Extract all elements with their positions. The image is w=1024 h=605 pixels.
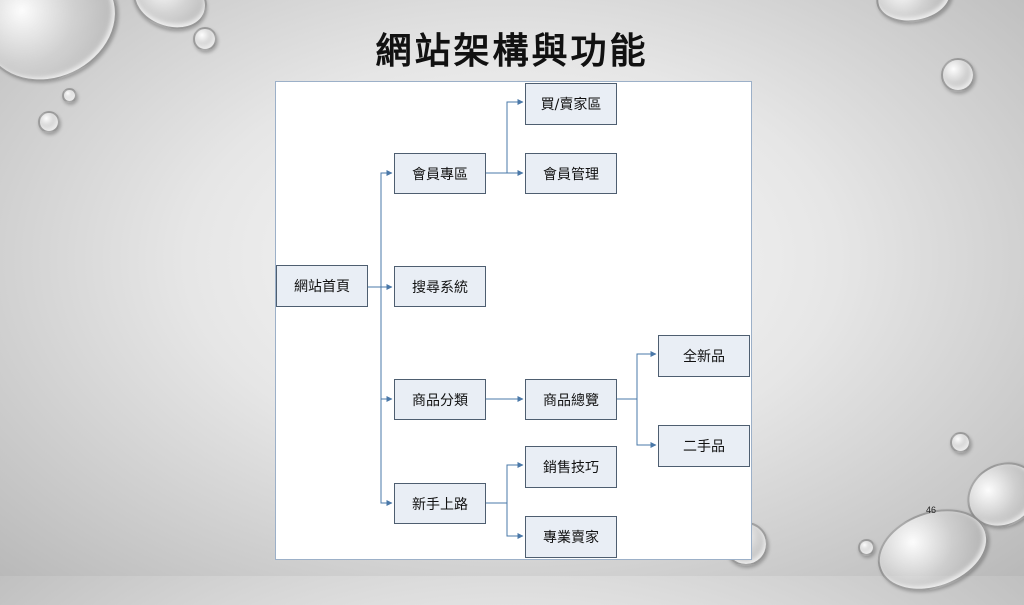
water-drop (193, 27, 217, 51)
slide-title: 網站架構與功能 (375, 30, 649, 72)
edge-newbie-pro (506, 503, 524, 539)
water-drop (38, 111, 60, 133)
node-sales-tips: 銷售技巧 (525, 446, 617, 488)
node-overview: 商品總覽 (525, 379, 617, 420)
edge-home-member (367, 170, 393, 288)
edge-newbie-tips (486, 462, 524, 504)
water-drop (62, 88, 77, 103)
node-member: 會員專區 (394, 153, 486, 194)
node-brand-new: 全新品 (658, 335, 750, 377)
edge-member-buysell (486, 99, 524, 174)
node-category: 商品分類 (394, 379, 486, 420)
edge-overview-secondhand (636, 399, 657, 448)
diagram-connectors (367, 99, 657, 539)
node-newbie: 新手上路 (394, 483, 486, 524)
node-buy-sell: 買/賣家區 (525, 83, 617, 125)
sitemap-diagram: 網站首頁 會員專區 搜尋系統 商品分類 新手上路 買/賣家區 會員管理 商品總覽… (275, 81, 752, 560)
node-second-hand: 二手品 (658, 425, 750, 467)
node-member-management: 會員管理 (525, 153, 617, 194)
node-pro-seller: 專業賣家 (525, 516, 617, 558)
water-drop (950, 432, 971, 453)
water-drop (941, 58, 975, 92)
edge-overview-new (617, 351, 657, 400)
node-search: 搜尋系統 (394, 266, 486, 307)
edge-home-newbie (380, 399, 393, 506)
edge-home-category (380, 287, 393, 402)
node-home: 網站首頁 (276, 265, 368, 307)
water-drop (858, 539, 875, 556)
page-number: 46 (926, 505, 937, 515)
